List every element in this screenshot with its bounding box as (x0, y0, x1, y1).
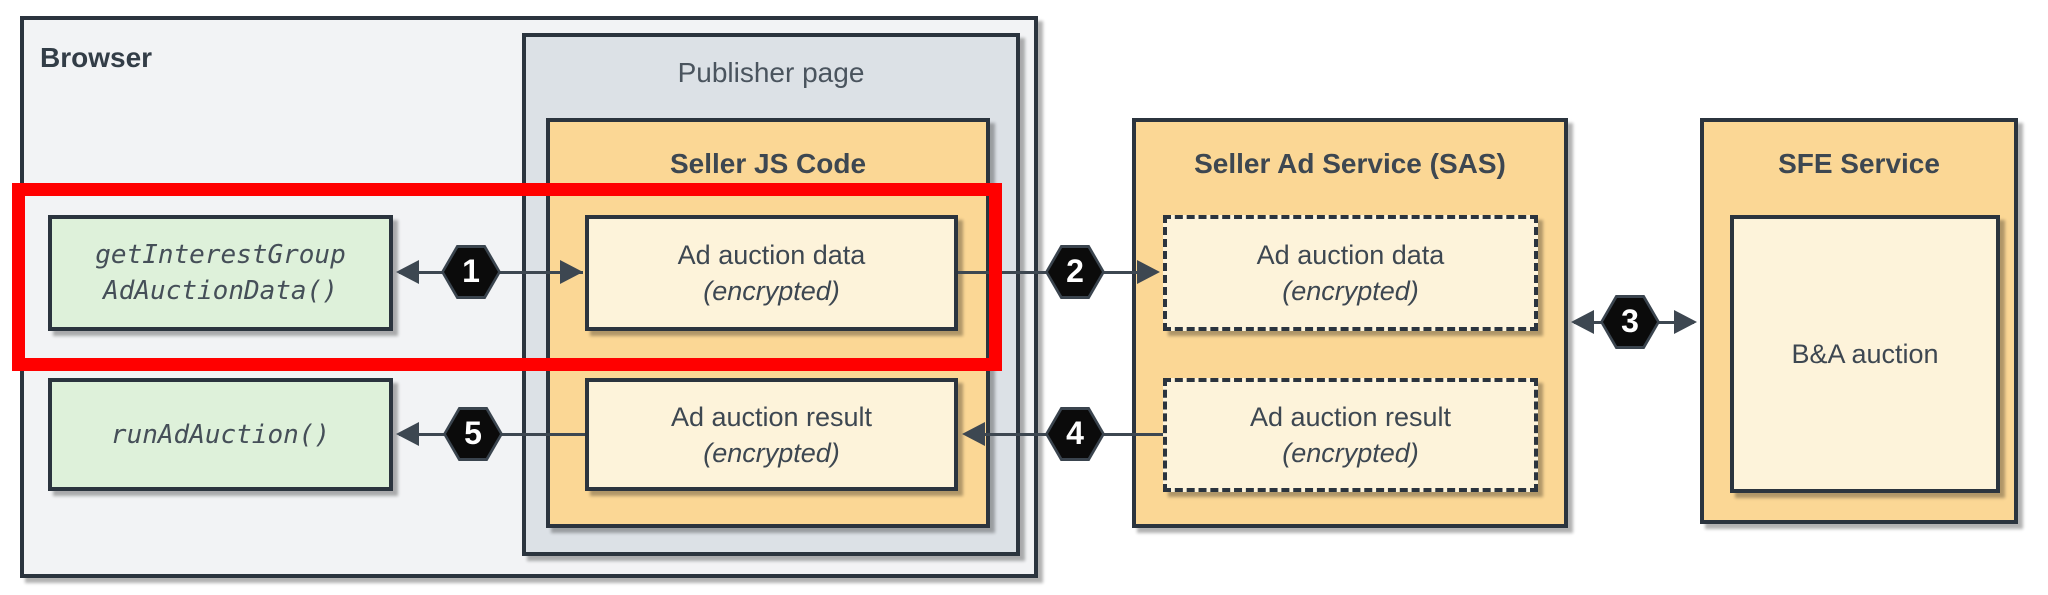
seller-js-ad-auction-result-box: Ad auction result (encrypted) (585, 378, 958, 491)
arrowhead-left-icon (396, 260, 419, 284)
box-title: Ad auction result (1249, 402, 1452, 432)
arrowhead-left-icon (962, 422, 985, 446)
seller-js-code-label: Seller JS Code (669, 148, 867, 179)
code-line: runAdAuction() (110, 419, 331, 450)
arrowhead-left-icon (1571, 310, 1594, 334)
hexagon-icon: 2 (1048, 248, 1102, 296)
box-subtitle: (encrypted) (1282, 438, 1419, 468)
step-number: 5 (464, 415, 482, 451)
arrowhead-left-icon (396, 422, 419, 446)
code-line: AdAuctionData() (103, 276, 338, 306)
code-line: getInterestGroup (95, 240, 346, 270)
publisher-page-label: Publisher page (677, 57, 865, 88)
sas-ad-auction-data-box: Ad auction data (encrypted) (1163, 215, 1538, 331)
seller-ad-service-label: Seller Ad Service (SAS) (1194, 148, 1506, 179)
get-interest-group-ad-auction-data-box: getInterestGroup AdAuctionData() (48, 215, 393, 331)
step-number: 4 (1066, 415, 1084, 451)
box-title: B&A auction (1791, 339, 1939, 369)
box-title: Ad auction result (670, 401, 873, 432)
browser-label: Browser (40, 42, 153, 73)
hexagon-icon: 4 (1048, 410, 1102, 458)
box-title: Ad auction data (1256, 240, 1445, 270)
sfe-service-label: SFE Service (1778, 148, 1940, 179)
highlight-rectangle (12, 183, 1002, 371)
hexagon-icon: 3 (1603, 298, 1657, 346)
step-number: 2 (1066, 253, 1084, 289)
step-5-badge: 5 (443, 407, 503, 461)
ba-auction-box: B&A auction (1730, 215, 2000, 493)
box-subtitle: (encrypted) (703, 276, 840, 306)
sas-ad-auction-result-box: Ad auction result (encrypted) (1163, 378, 1538, 492)
box-title: Ad auction data (677, 240, 866, 270)
step-3-badge: 3 (1600, 295, 1660, 349)
step-4-badge: 4 (1045, 407, 1105, 461)
seller-js-ad-auction-data-box: Ad auction data (encrypted) (585, 215, 958, 331)
step-number: 3 (1621, 303, 1639, 339)
step-2-badge: 2 (1045, 245, 1105, 299)
arrowhead-right-icon (1674, 310, 1697, 334)
step-number: 1 (462, 253, 480, 289)
arrowhead-right-icon (560, 260, 583, 284)
arrowhead-right-icon (1137, 260, 1160, 284)
hexagon-icon: 5 (446, 410, 500, 458)
box-subtitle: (encrypted) (703, 437, 840, 468)
box-subtitle: (encrypted) (1282, 276, 1419, 306)
run-ad-auction-box: runAdAuction() (48, 378, 393, 491)
